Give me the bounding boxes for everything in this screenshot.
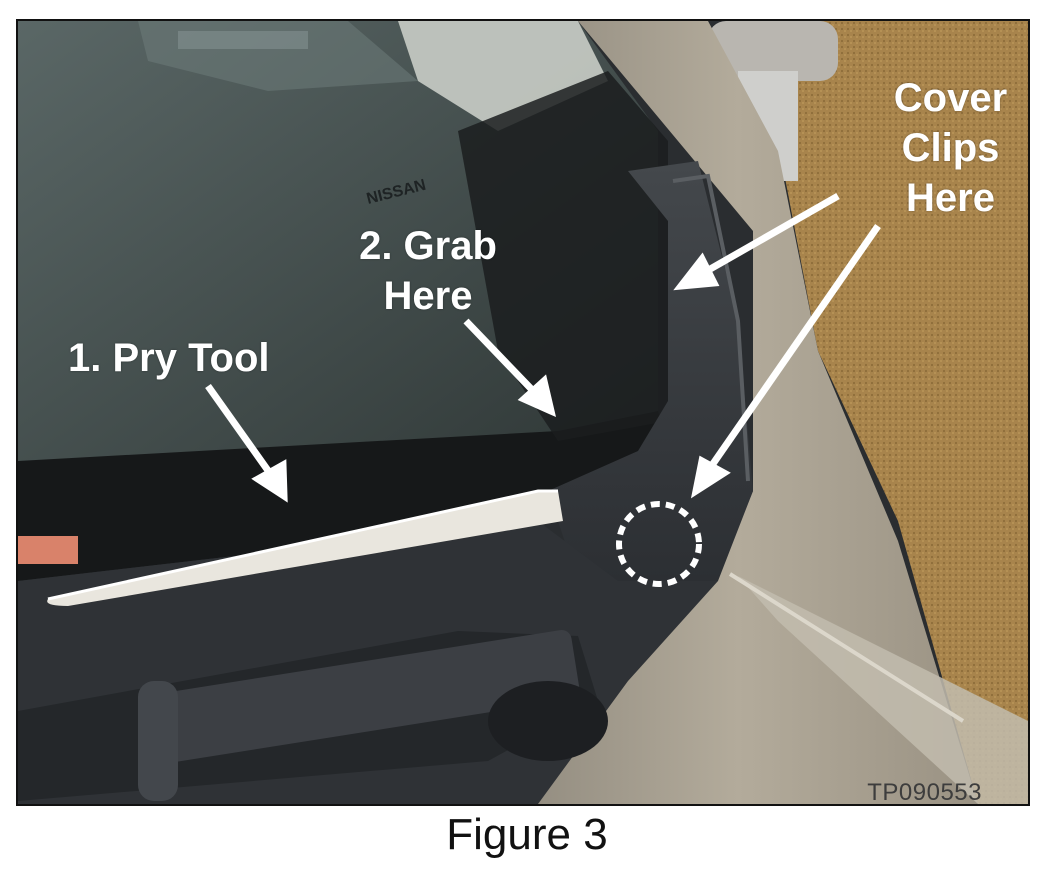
callout-grab-line2: Here [383,274,473,318]
callout-cover-clips: Cover Clips Here [863,73,1028,223]
arrow-cover-top-head [673,252,720,291]
arrow-pry-tool-head [251,459,288,503]
glass-frit-band [18,411,668,581]
window-frame-dark [458,71,668,441]
arrow-cover-top [696,192,840,280]
figure-caption: Figure 3 [446,810,608,859]
pry-tool-highlight [47,489,558,601]
stand-pillar-top [708,21,838,81]
wiper-arm [156,630,580,762]
hood-panel [738,576,1028,804]
carpet-floor [778,21,1028,804]
panel-gap-line [728,572,965,723]
callout-cover-line3: Here [906,176,995,220]
pry-tool [47,491,563,606]
car-windshield-photo: NISSAN [18,21,1028,804]
car-body-panel [498,21,978,804]
glass-reflection-bar [178,31,308,49]
callout-cover-line1: Cover [893,76,1008,120]
cowl-cover-edge [672,173,750,482]
arrow-grab [463,318,541,399]
arrow-cover-bottom [705,224,881,473]
callout-arrows [205,192,881,503]
arrow-cover-bottom-head [690,455,731,499]
callout-pry-tool-text: 1. Pry Tool [68,336,270,380]
callout-cover-line2: Clips [901,126,1000,170]
arrow-pry-tool [205,383,277,482]
callout-grab-line1: 2. Grab [359,224,497,268]
orange-sticker [18,536,78,564]
arrow-grab-head [517,374,557,418]
clip-location-circle [616,501,702,587]
callout-pry-tool: 1. Pry Tool [68,333,270,383]
photo-id-watermark: TP090553 [867,779,982,806]
wiper-pivot [138,681,178,801]
photo-frame: NISSAN 1. Pry Tool 2. Grab Here Cover Cl… [16,19,1030,806]
callout-grab-here: 2. Grab Here [343,221,513,321]
wiper-pivot-cap [488,681,608,761]
